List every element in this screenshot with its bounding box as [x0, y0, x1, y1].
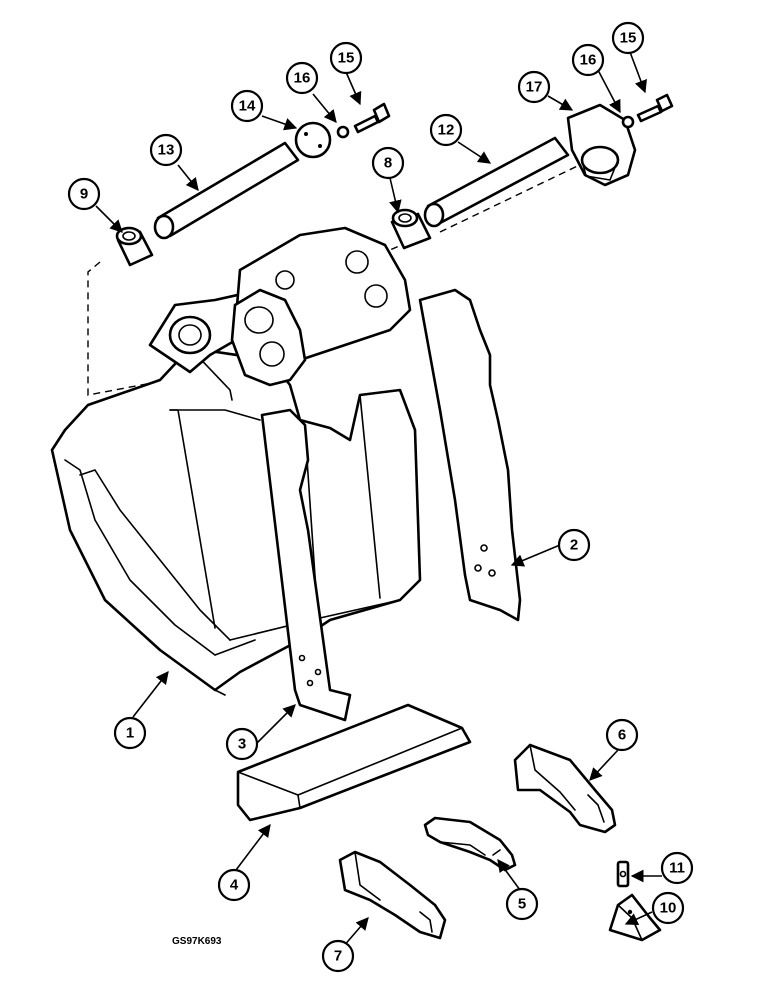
- callout-15-left: 15: [329, 41, 363, 75]
- svg-text:12: 12: [438, 122, 455, 139]
- svg-text:1: 1: [126, 725, 134, 742]
- callout-5: 5: [505, 887, 539, 921]
- callout-4: 4: [217, 868, 251, 902]
- svg-text:10: 10: [660, 900, 677, 917]
- pin-13: [153, 141, 300, 240]
- washer-16-left: [336, 125, 350, 139]
- svg-text:16: 16: [580, 52, 597, 69]
- callout-17: 17: [517, 70, 551, 104]
- callout-8: 8: [371, 146, 405, 180]
- diagram-code: GS97K693: [172, 936, 222, 947]
- svg-text:4: 4: [230, 877, 239, 894]
- cutting-edge-bar: [236, 703, 472, 822]
- svg-text:13: 13: [158, 142, 175, 159]
- svg-text:2: 2: [570, 537, 578, 554]
- svg-text:15: 15: [620, 30, 637, 47]
- pin-12: [423, 136, 570, 228]
- svg-text:15: 15: [338, 50, 355, 67]
- side-cutter-right: [418, 288, 522, 622]
- callout-12: 12: [429, 113, 463, 147]
- retainer-11: [616, 860, 630, 888]
- callout-6: 6: [605, 718, 639, 752]
- retaining-plate-14: [294, 121, 332, 159]
- side-cutter-left: [260, 408, 352, 722]
- callout-7: 7: [321, 939, 355, 973]
- callout-14: 14: [230, 89, 264, 123]
- callout-1: 1: [113, 716, 147, 750]
- bucket-body: [50, 346, 422, 696]
- bolt-15-left: [353, 102, 391, 134]
- svg-text:16: 16: [294, 70, 311, 87]
- svg-text:6: 6: [618, 727, 626, 744]
- callout-9: 9: [67, 177, 101, 211]
- washer-16-right: [621, 115, 635, 129]
- tooth-adapter-7: [338, 850, 447, 940]
- svg-text:11: 11: [669, 860, 685, 877]
- tooth-adapter-6: [513, 743, 617, 834]
- svg-text:7: 7: [334, 948, 342, 965]
- callout-11: 11: [660, 851, 694, 885]
- bushing-9: [115, 226, 154, 267]
- callout-10: 10: [651, 891, 685, 925]
- callout-16-right: 16: [571, 43, 605, 77]
- svg-text:3: 3: [238, 736, 246, 753]
- pin-plate-17: [566, 103, 637, 187]
- callout-3: 3: [225, 727, 259, 761]
- callout-2: 2: [557, 528, 591, 562]
- svg-text:5: 5: [518, 896, 526, 913]
- svg-text:9: 9: [80, 186, 88, 203]
- bushing-8: [390, 208, 432, 250]
- svg-text:8: 8: [384, 155, 392, 172]
- callout-15-right: 15: [611, 21, 645, 55]
- bolt-15-right: [636, 93, 674, 123]
- svg-text:14: 14: [239, 98, 256, 115]
- callout-13: 13: [149, 133, 183, 167]
- callout-16-left: 16: [285, 61, 319, 95]
- bucket-mounting-lugs: [148, 226, 412, 387]
- tooth-5: [423, 816, 517, 872]
- svg-text:17: 17: [526, 79, 543, 96]
- tip-10: [608, 893, 662, 942]
